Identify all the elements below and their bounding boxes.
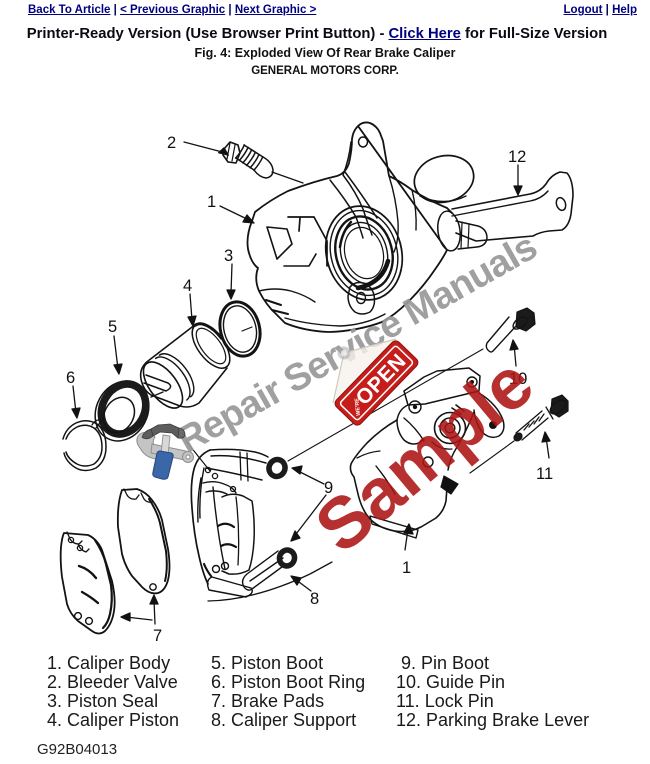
svg-text:6: 6 (66, 369, 75, 387)
svg-text:3: 3 (224, 247, 233, 265)
svg-text:5: 5 (108, 318, 117, 336)
svg-text:12: 12 (508, 148, 526, 166)
svg-text:2: 2 (167, 134, 176, 152)
svg-text:WE'RE: WE'RE (354, 397, 362, 416)
svg-text:1: 1 (207, 193, 216, 211)
svg-text:4: 4 (183, 277, 192, 295)
svg-text:9: 9 (324, 479, 333, 497)
svg-text:8: 8 (310, 590, 319, 608)
svg-text:1: 1 (402, 559, 411, 577)
svg-text:10: 10 (509, 370, 527, 388)
svg-text:11: 11 (536, 465, 553, 483)
svg-text:7: 7 (153, 627, 162, 645)
